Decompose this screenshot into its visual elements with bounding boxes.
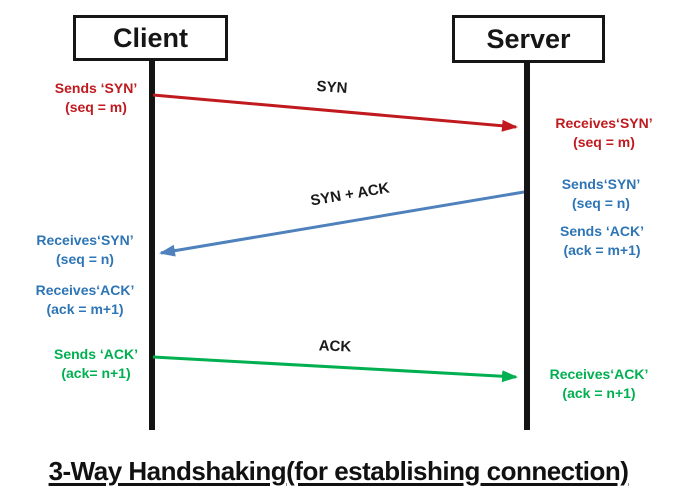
client-receives-syn-line2: (seq = n) bbox=[56, 251, 114, 267]
client-receives-ack-label: Receives‘ACK’ (ack = m+1) bbox=[22, 281, 148, 319]
ack-arrow bbox=[152, 355, 518, 383]
server-sends-ack-label: Sends ‘ACK’ (ack = m+1) bbox=[538, 222, 666, 260]
ack-arrow-label: ACK bbox=[318, 337, 352, 356]
server-receives-syn-line2: (seq = m) bbox=[573, 134, 635, 150]
server-lifeline bbox=[524, 61, 530, 430]
server-sends-syn-line1: Sends‘SYN’ bbox=[561, 176, 641, 192]
client-receives-syn-label: Receives‘SYN’ (seq = n) bbox=[22, 231, 148, 269]
server-sends-ack-line1: Sends ‘ACK’ bbox=[559, 223, 644, 239]
server-receives-syn-line1: Receives‘SYN’ bbox=[555, 115, 653, 131]
syn-ack-arrow-label: SYN + ACK bbox=[309, 179, 391, 210]
server-receives-ack-line1: Receives‘ACK’ bbox=[549, 366, 649, 382]
syn-arrow bbox=[152, 93, 518, 132]
diagram-title: 3-Way Handshaking(for establishing conne… bbox=[0, 456, 677, 487]
client-sends-ack-line1: Sends ‘ACK’ bbox=[53, 346, 138, 362]
server-sends-syn-line2: (seq = n) bbox=[572, 195, 630, 211]
diagram-title-text: 3-Way Handshaking(for establishing conne… bbox=[48, 456, 629, 486]
syn-arrow-label: SYN bbox=[316, 77, 348, 98]
server-sends-ack-line2: (ack = m+1) bbox=[563, 242, 641, 258]
client-lifeline bbox=[149, 59, 155, 430]
client-sends-syn-line1: Sends ‘SYN’ bbox=[54, 80, 138, 96]
client-receives-ack-line2: (ack = m+1) bbox=[46, 301, 124, 317]
client-sends-ack-line2: (ack= n+1) bbox=[61, 365, 131, 381]
server-actor-box: Server bbox=[452, 15, 605, 63]
client-sends-ack-label: Sends ‘ACK’ (ack= n+1) bbox=[30, 345, 162, 383]
client-actor-label: Client bbox=[112, 22, 188, 53]
client-sends-syn-label: Sends ‘SYN’ (seq = m) bbox=[30, 79, 162, 117]
client-receives-syn-line1: Receives‘SYN’ bbox=[36, 232, 134, 248]
server-sends-syn-label: Sends‘SYN’ (seq = n) bbox=[540, 175, 662, 213]
client-sends-syn-line2: (seq = m) bbox=[65, 99, 127, 115]
server-receives-syn-label: Receives‘SYN’ (seq = m) bbox=[535, 114, 673, 152]
client-receives-ack-line1: Receives‘ACK’ bbox=[35, 282, 135, 298]
server-receives-ack-line2: (ack = n+1) bbox=[562, 385, 636, 401]
client-actor-box: Client bbox=[73, 15, 228, 61]
server-receives-ack-label: Receives‘ACK’ (ack = n+1) bbox=[528, 365, 670, 403]
server-actor-label: Server bbox=[486, 23, 571, 54]
